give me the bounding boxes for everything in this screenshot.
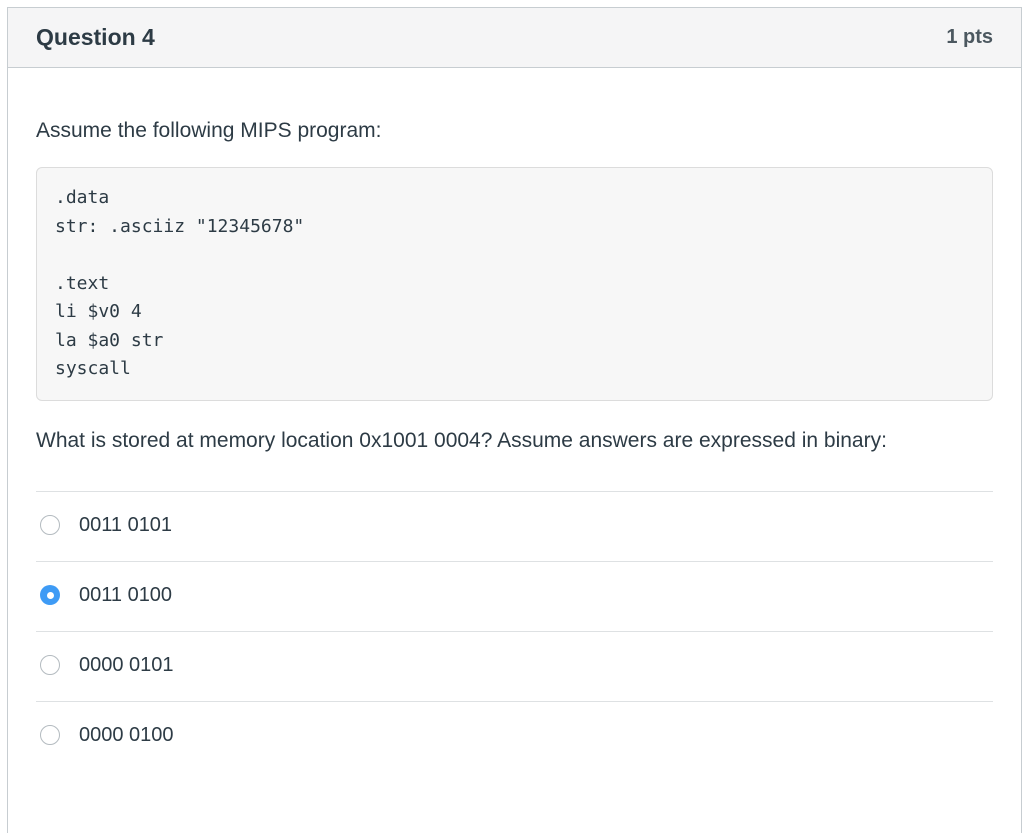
radio-button[interactable] [40, 725, 60, 745]
radio-button-selected[interactable] [40, 585, 60, 605]
option-label[interactable]: 0011 0100 [79, 583, 173, 606]
radio-button[interactable] [40, 515, 60, 535]
question-points: 1 pts [946, 26, 993, 48]
question-header: Question 4 1 pts [8, 8, 1021, 68]
radio-button[interactable] [40, 655, 60, 675]
question-body: Assume the following MIPS program: .data… [8, 116, 1021, 791]
answer-option-1: 0011 0101 [36, 490, 993, 561]
question-prompt: What is stored at memory location 0x1001… [36, 428, 887, 452]
question-container: Question 4 1 pts Assume the following MI… [7, 7, 1022, 833]
question-intro: Assume the following MIPS program: [36, 119, 382, 142]
option-label[interactable]: 0011 0101 [79, 513, 173, 536]
question-title: Question 4 [36, 24, 155, 50]
option-label[interactable]: 0000 0100 [79, 723, 174, 746]
option-label[interactable]: 0000 0101 [79, 653, 174, 676]
answer-option-2: 0011 0100 [36, 560, 993, 631]
mips-code-block: .data str: .asciiz "12345678" .text li $… [36, 167, 993, 401]
answer-options: 0011 0101 0011 0100 0000 0101 0000 0100 [36, 490, 993, 771]
answer-option-3: 0000 0101 [36, 630, 993, 701]
answer-option-4: 0000 0100 [36, 700, 993, 771]
